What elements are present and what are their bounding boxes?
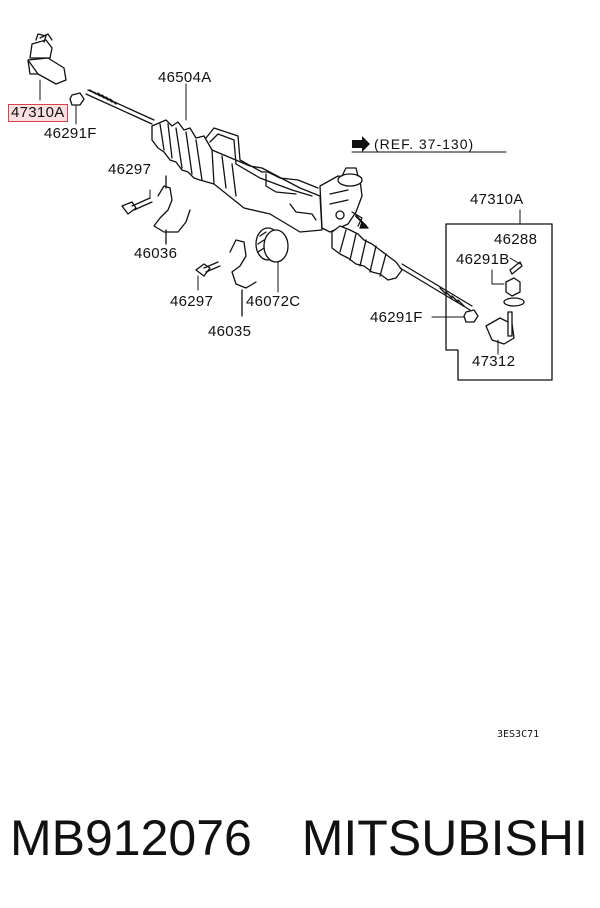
label-clamp-upper[interactable]: 46036 <box>134 245 178 262</box>
label-bolt-upper[interactable]: 46297 <box>108 161 152 178</box>
label-tie-rod-end-assy-right[interactable]: 47310A <box>470 191 524 208</box>
nut-left <box>69 92 85 106</box>
valve-housing <box>319 167 369 233</box>
label-cotter-pin[interactable]: 46288 <box>494 231 538 248</box>
brand-name: MITSUBISHI <box>301 810 588 866</box>
bolt-upper <box>121 189 153 215</box>
caption: MB912076 MITSUBISHI <box>10 808 588 868</box>
label-clamp-lower[interactable]: 46035 <box>208 323 252 340</box>
clamp-upper <box>153 175 191 245</box>
bushing <box>255 227 289 293</box>
label-castle-nut[interactable]: 46291B <box>456 251 510 268</box>
reference-text: (REF. 37-130) <box>374 136 475 152</box>
label-gear-assy[interactable]: 46504A <box>158 69 212 86</box>
clamp-lower <box>229 239 257 317</box>
label-nut-left[interactable]: 46291F <box>44 125 97 142</box>
ref-arrow-icon <box>352 136 370 152</box>
steering-gear-diagram <box>27 33 553 381</box>
boot-left <box>151 119 221 185</box>
label-nut-right[interactable]: 46291F <box>370 309 423 326</box>
exploded-box-right <box>445 209 553 381</box>
bolt-lower <box>195 261 221 291</box>
label-bushing[interactable]: 46072C <box>246 293 301 310</box>
boot-right <box>331 225 403 281</box>
reference-note: (REF. 37-130) <box>356 136 474 152</box>
part-number: MB912076 <box>10 810 252 866</box>
nut-right <box>463 309 479 323</box>
label-tie-rod-end-assy-left[interactable]: 47310A <box>8 104 68 122</box>
rack-housing <box>205 127 323 233</box>
inner-rod-left <box>85 89 155 125</box>
diagram-code: 3ES3C71 <box>497 729 540 740</box>
inner-rod-right <box>399 263 473 311</box>
tie-rod-end-left <box>27 33 67 85</box>
label-bolt-lower[interactable]: 46297 <box>170 293 214 310</box>
label-tie-rod-end-right[interactable]: 47312 <box>472 353 516 370</box>
